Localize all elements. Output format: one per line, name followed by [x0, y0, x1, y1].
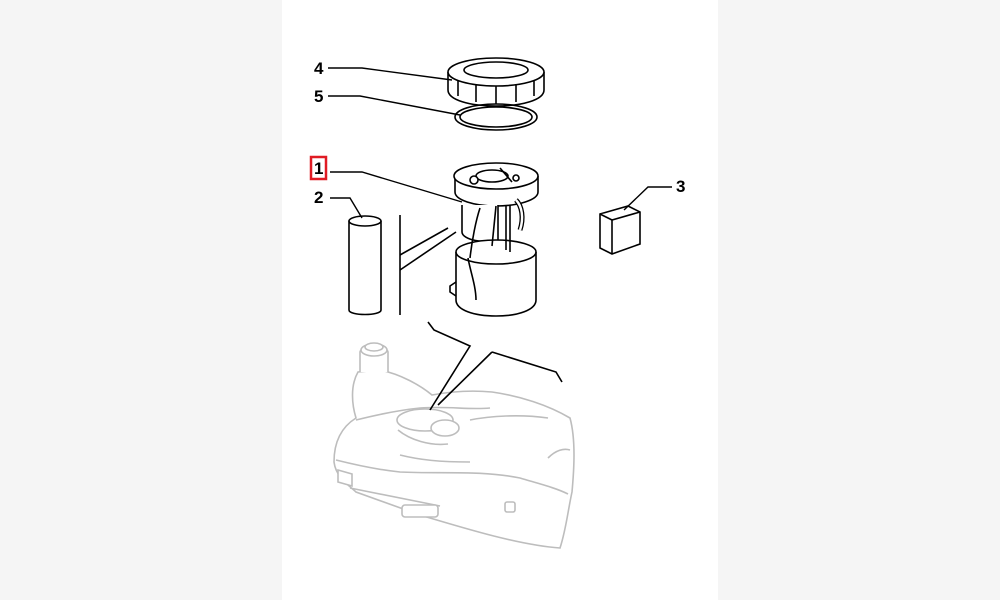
callout-1-highlight-box — [309, 155, 328, 181]
callout-3-label: 3 — [676, 177, 685, 196]
ring-nut-part — [447, 57, 545, 107]
callout-1-label: 1 — [314, 159, 323, 178]
fuel-tank — [333, 342, 575, 549]
left-margin-band — [0, 0, 282, 600]
filter-tube-part — [348, 215, 382, 316]
leader-lines — [328, 67, 672, 219]
callout-5-label: 5 — [314, 87, 323, 106]
callout-4-label: 4 — [314, 59, 324, 78]
right-margin-band — [718, 0, 1000, 600]
callout-2-label: 2 — [314, 188, 323, 207]
fuel-pump-module-part — [449, 162, 539, 317]
gasket-part — [454, 103, 538, 131]
assembly-lines — [399, 215, 563, 411]
relay-part — [599, 205, 641, 255]
